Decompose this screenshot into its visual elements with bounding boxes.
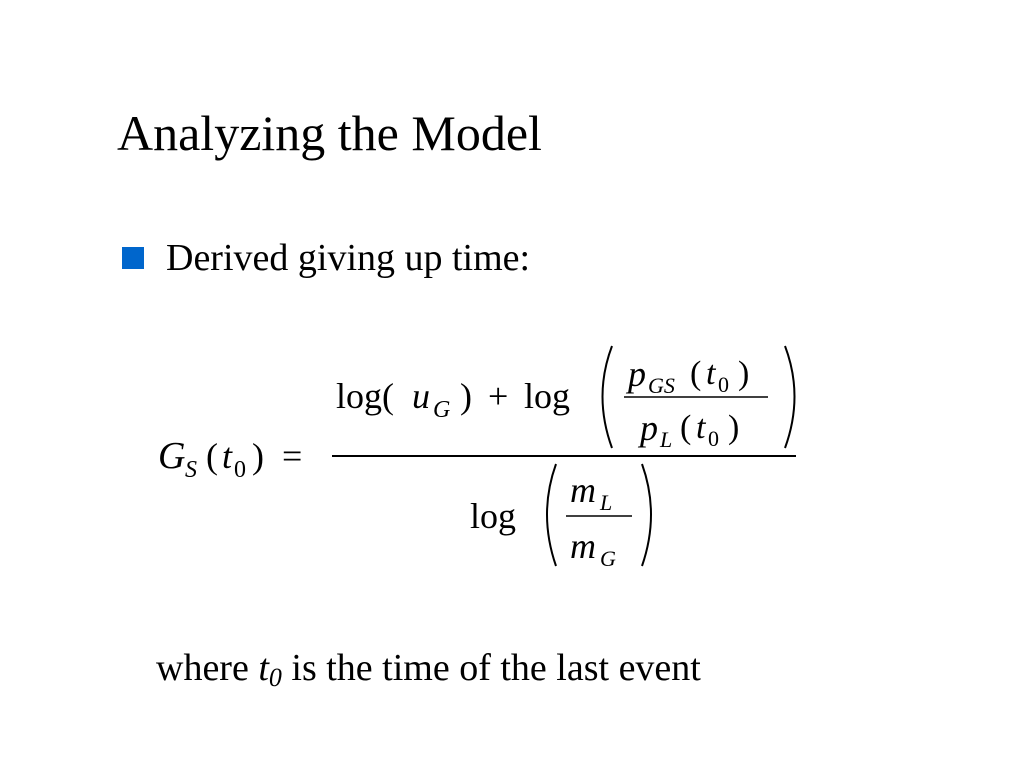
den-inner-num-m: m: [570, 470, 596, 510]
square-bullet-icon: [122, 247, 144, 269]
inner-num-lparen: (: [690, 355, 701, 392]
lhs-rparen: ): [252, 436, 264, 476]
slide-title: Analyzing the Model: [117, 105, 542, 161]
giving-up-time-formula: G S ( t 0 ) = log( u G ) + log p GS ( t …: [150, 336, 810, 576]
num-log2: log: [524, 376, 570, 416]
den-log: log: [470, 496, 516, 536]
footnote-var-letter: t: [258, 647, 269, 689]
num-u: u: [412, 376, 430, 416]
bullet-text: Derived giving up time:: [166, 237, 531, 279]
inner-den-p-sub: L: [659, 427, 672, 452]
inner-den-t: t: [696, 409, 707, 446]
num-close1: ): [460, 376, 472, 416]
den-big-rparen: [641, 463, 652, 567]
den-big-lparen: [546, 463, 557, 567]
lhs-lparen: (: [206, 436, 218, 476]
footnote-var-sub: 0: [268, 663, 282, 692]
inner-num-p: p: [625, 354, 646, 394]
equals-sign: =: [282, 436, 302, 476]
inner-den-p: p: [637, 408, 658, 448]
den-inner-num-m-sub: L: [599, 490, 612, 515]
den-inner-den-m-sub: G: [600, 546, 616, 571]
den-inner-den-m: m: [570, 526, 596, 566]
num-big-rparen: [784, 345, 796, 449]
inner-num-rparen: ): [738, 355, 749, 392]
footnote-prefix: where: [156, 647, 249, 689]
lhs-arg: t: [222, 436, 233, 476]
num-log1: log(: [336, 376, 394, 416]
footnote: where t0 is the time of the last event: [156, 644, 701, 692]
inner-num-p-sub: GS: [648, 373, 675, 398]
inner-den-t-sub: 0: [708, 426, 719, 451]
lhs-func: G: [158, 435, 185, 477]
num-big-lparen: [601, 345, 613, 449]
inner-den-lparen: (: [680, 409, 691, 446]
num-u-sub: G: [433, 397, 450, 423]
inner-num-t: t: [706, 355, 717, 392]
formula-svg: G S ( t 0 ) = log( u G ) + log p GS ( t …: [158, 345, 796, 571]
footnote-var: t0: [258, 647, 282, 692]
num-plus: +: [488, 376, 508, 416]
lhs-func-sub: S: [185, 457, 197, 483]
inner-num-t-sub: 0: [718, 372, 729, 397]
lhs-arg-sub: 0: [234, 457, 246, 483]
footnote-suffix: is the time of the last event: [291, 647, 701, 689]
inner-den-rparen: ): [728, 409, 739, 446]
